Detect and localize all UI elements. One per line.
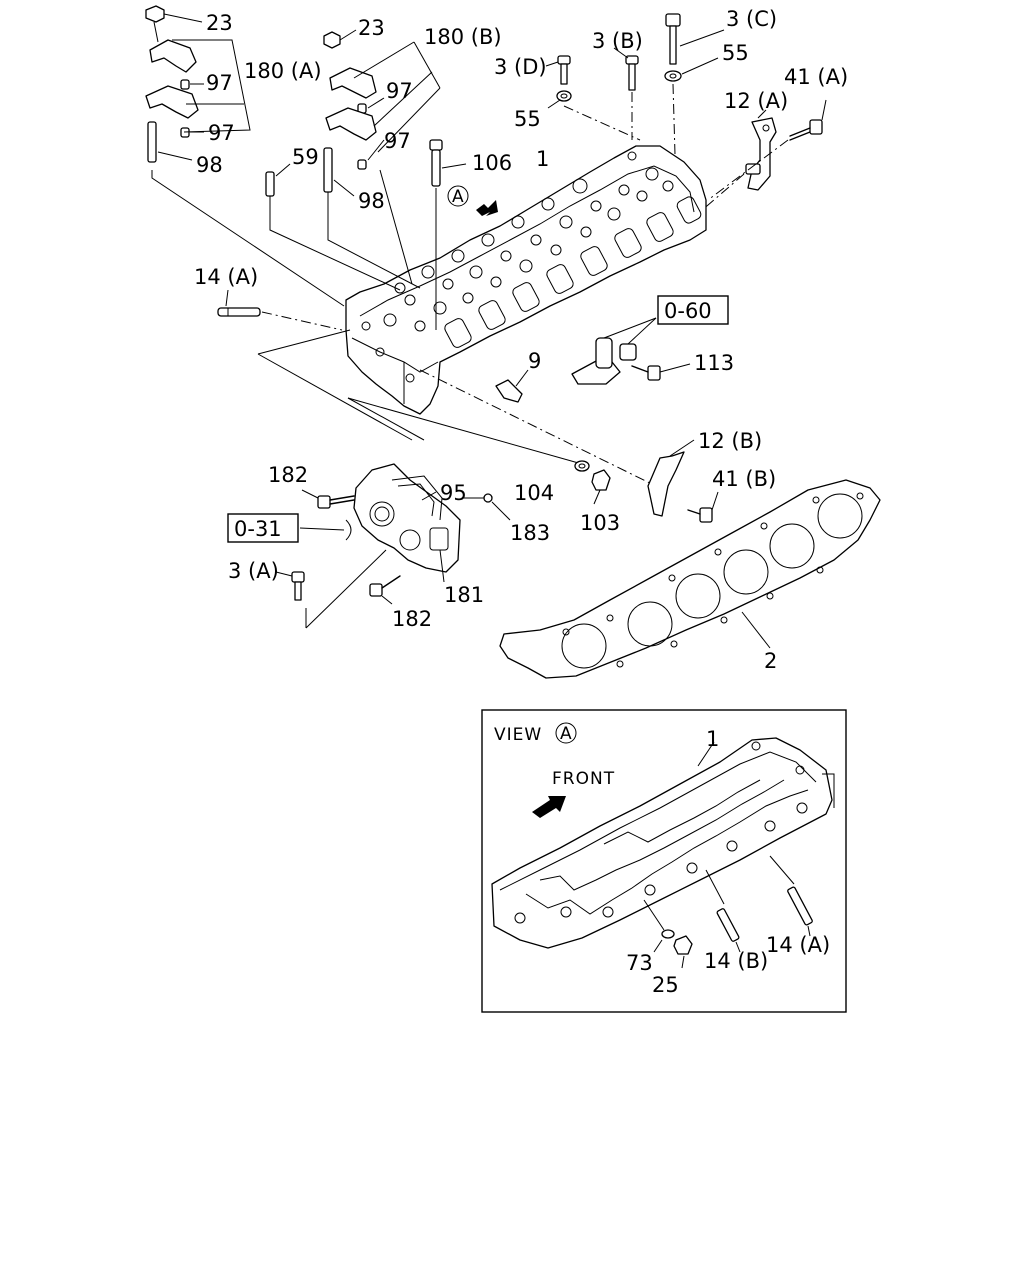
bracket-12b — [647, 439, 719, 523]
label-2: 2 — [764, 649, 777, 673]
view-a-marker: A — [452, 187, 465, 207]
studs-left — [151, 139, 467, 330]
inset-label-25: 25 — [652, 973, 679, 997]
label-98-a: 98 — [196, 153, 223, 177]
label-23-a: 23 — [206, 11, 233, 35]
inset-label-73: 73 — [626, 951, 653, 975]
cylinder-head — [345, 145, 707, 415]
label-12b: 12 (B) — [698, 429, 762, 453]
label-3b: 3 (B) — [592, 29, 643, 53]
inset-title: VIEW — [494, 725, 542, 745]
label-59: 59 — [292, 145, 319, 169]
label-180b: 180 (B) — [424, 25, 502, 49]
label-97-c: 97 — [386, 79, 413, 103]
label-060: 0-60 — [664, 299, 712, 323]
label-97-b: 97 — [208, 121, 235, 145]
bracket-12a — [699, 99, 827, 213]
label-41b: 41 (B) — [712, 467, 776, 491]
label-106: 106 — [472, 151, 512, 175]
bolts-top — [545, 13, 725, 191]
label-41a: 41 (A) — [784, 65, 848, 89]
inset-title-ref: A — [560, 724, 573, 744]
bracket-set-180b — [323, 29, 441, 197]
label-97-d: 97 — [384, 129, 411, 153]
inset-front-label: FRONT — [552, 769, 615, 789]
sensor-060 — [571, 317, 691, 385]
label-183: 183 — [510, 521, 550, 545]
label-55-b: 55 — [722, 41, 749, 65]
stud-14a — [217, 289, 343, 331]
bracket-set-180a — [145, 5, 251, 163]
front-arrow-icon — [532, 796, 566, 818]
inset-label-14a: 14 (A) — [766, 933, 830, 957]
label-55-a: 55 — [514, 107, 541, 131]
label-180a: 180 (A) — [244, 59, 322, 83]
label-031: 0-31 — [234, 517, 282, 541]
inset-label-14b: 14 (B) — [704, 949, 768, 973]
label-182-a: 182 — [268, 463, 308, 487]
label-3c: 3 (C) — [726, 7, 777, 31]
label-12a: 12 (A) — [724, 89, 788, 113]
part-labels: 23 23 180 (A) 180 (B) 97 97 97 97 98 98 … — [194, 7, 848, 673]
label-3a: 3 (A) — [228, 559, 279, 583]
port-row — [444, 196, 702, 348]
housing-95-181 — [275, 463, 461, 629]
label-98-b: 98 — [358, 189, 385, 213]
label-95: 95 — [440, 481, 467, 505]
ref-box-060 — [657, 295, 729, 325]
label-3d: 3 (D) — [494, 55, 547, 79]
head-holes — [361, 151, 674, 383]
label-113: 113 — [694, 351, 734, 375]
ref-box-031 — [227, 513, 299, 543]
label-181: 181 — [444, 583, 484, 607]
label-9: 9 — [528, 349, 541, 373]
label-97-a: 97 — [206, 71, 233, 95]
view-a-callout: A — [447, 185, 469, 207]
label-104: 104 — [514, 481, 554, 505]
label-23-b: 23 — [358, 16, 385, 40]
head-gasket — [499, 479, 881, 679]
guide-lines-front — [257, 329, 665, 491]
label-14a: 14 (A) — [194, 265, 258, 289]
inset-view-a: VIEW A FRONT 1 73 — [481, 709, 847, 1013]
label-1: 1 — [536, 147, 549, 171]
label-182-b: 182 — [392, 607, 432, 631]
plug-parts — [464, 460, 611, 521]
label-103: 103 — [580, 511, 620, 535]
inset-label-1: 1 — [706, 727, 719, 751]
sensor-9 — [495, 369, 529, 403]
